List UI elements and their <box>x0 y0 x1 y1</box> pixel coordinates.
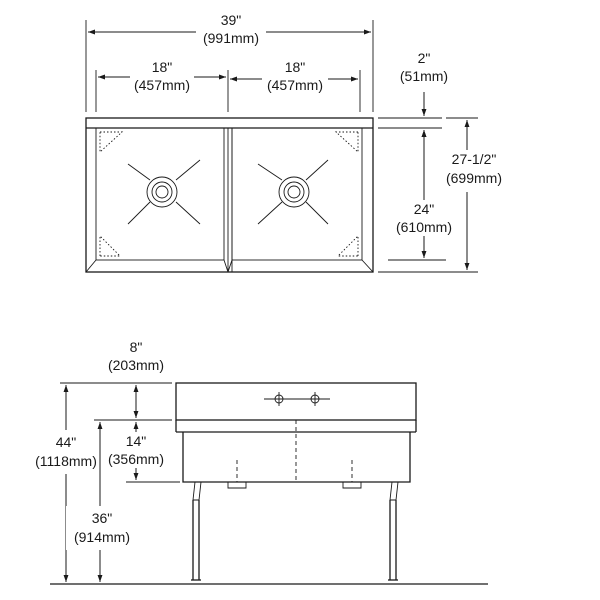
dim-label-in: 8" <box>130 339 143 355</box>
dim-label-mm: (51mm) <box>400 68 448 84</box>
dim-label-in: 36" <box>92 510 113 526</box>
dim-overall-height: 44" (1118mm) <box>28 385 104 582</box>
top-view: 39" (991mm) 18" (457mm) 18" (457mm) 2" <box>85 10 502 273</box>
dim-label-mm: (1118mm) <box>35 453 97 469</box>
dim-label-mm: (699mm) <box>446 170 502 186</box>
dim-backsplash-depth: 2" (51mm) <box>378 50 448 150</box>
dim-bowl-height: 14" (356mm) <box>108 422 166 480</box>
dim-label-mm: (457mm) <box>134 77 190 93</box>
dim-label-in: 24" <box>414 201 435 217</box>
sink-outline-top <box>85 117 374 273</box>
bowl-body-front <box>182 432 411 483</box>
backsplash-front <box>175 382 417 421</box>
dim-left-bowl-width: 18" (457mm) <box>95 58 229 112</box>
drain-icon <box>278 176 310 208</box>
dim-overall-width: 39" (991mm) <box>85 10 374 112</box>
dim-label-mm: (356mm) <box>108 451 164 467</box>
dim-label-in: 27-1/2" <box>452 151 497 167</box>
legs <box>191 481 399 581</box>
drain-icon <box>146 176 178 208</box>
dim-label-mm: (610mm) <box>396 219 452 235</box>
dim-rim-height: 36" (914mm) <box>66 422 138 582</box>
right-bowl <box>227 127 374 273</box>
dim-label-mm: (991mm) <box>203 30 259 46</box>
dim-label-in: 39" <box>221 12 242 28</box>
dim-right-bowl-width: 18" (457mm) <box>230 58 361 112</box>
dim-label-in: 18" <box>285 59 306 75</box>
dim-label-in: 44" <box>56 434 77 450</box>
dim-bowl-depth: 24" (610mm) <box>388 130 452 261</box>
dim-label-in: 18" <box>152 59 173 75</box>
dim-label-mm: (203mm) <box>108 357 164 373</box>
faucet-holes <box>264 392 330 406</box>
dim-label-mm: (457mm) <box>267 77 323 93</box>
dim-label-in: 14" <box>126 433 147 449</box>
left-bowl <box>85 127 229 273</box>
dim-backsplash-height: 8" (203mm) <box>108 339 164 418</box>
dim-label-in: 2" <box>418 50 431 66</box>
dim-label-mm: (914mm) <box>74 529 130 545</box>
dim-overall-depth: 27-1/2" (699mm) <box>378 117 502 273</box>
front-view: 8" (203mm) 14" (356mm) 44" (1118mm) 36" … <box>28 339 488 585</box>
